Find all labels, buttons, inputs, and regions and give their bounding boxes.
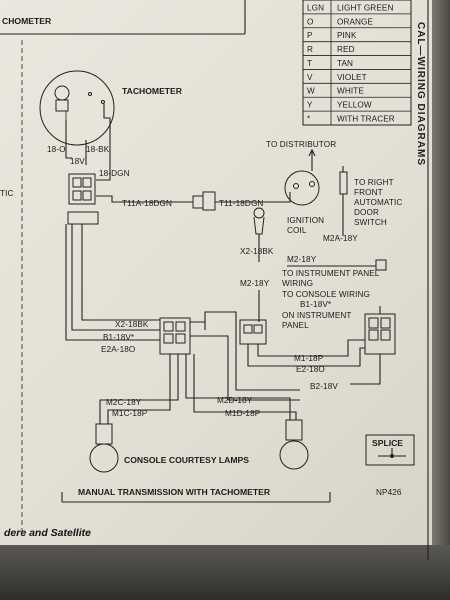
legend-code: *: [307, 115, 311, 124]
legend-code: R: [307, 45, 313, 54]
left-courtesy-lamp: [89, 423, 119, 473]
door-label-1: TO RIGHT: [354, 178, 394, 187]
to-ip-wiring-label-1: TO INSTRUMENT PANEL: [282, 269, 380, 278]
wire-m2-right-label: M2-18Y: [287, 255, 317, 264]
wire-e2-label: E2-18O: [296, 365, 325, 374]
legend-color-name: YELLOW: [337, 101, 372, 110]
main-connector: [159, 317, 191, 355]
wire-m1c-label: M1C-18P: [112, 409, 148, 418]
vertical-title: CAL—WIRING DIAGRAMS: [415, 22, 426, 166]
part-code: NP426: [376, 488, 402, 497]
splice-legend: [365, 434, 415, 466]
ignition-label: IGNITION: [287, 216, 324, 225]
legend-code: LGN: [307, 3, 324, 12]
coil-label: COIL: [287, 226, 307, 235]
tach-connector: [68, 173, 96, 205]
wire-18-dgn-label: 18-DGN: [99, 169, 130, 178]
legend-code: V: [307, 73, 313, 82]
legend-code: P: [307, 31, 313, 40]
legend-color-name: VIOLET: [337, 73, 367, 82]
center-connector: [239, 319, 267, 345]
wire-m2d-label: M2D-18Y: [217, 396, 253, 405]
tachometer-label: TACHOMETER: [122, 86, 183, 96]
wire-t11-label: T11-18DGN: [219, 199, 263, 208]
legend-code: O: [307, 17, 313, 26]
legend-color-name: WHITE: [337, 87, 364, 96]
legend-color-name: TAN: [337, 59, 353, 68]
wire-m1d-label: M1D-18P: [225, 409, 261, 418]
wire-b1-left-label: B1-18V*: [103, 333, 135, 342]
wire-t11a-label: T11A-18DGN: [122, 199, 172, 208]
door-label-2: FRONT: [354, 188, 383, 197]
wire-m2a-label: M2A-18Y: [323, 234, 358, 243]
right-connector: [368, 317, 391, 341]
header-box: CHOMETER: [0, 0, 246, 35]
tach-plug: [67, 211, 99, 225]
inline-connector: [192, 191, 216, 211]
to-distributor-label: TO DISTRIBUTOR: [266, 140, 336, 149]
wire-b1-right-label: B1-18V*: [300, 300, 332, 309]
header-tachometer-text: CHOMETER: [2, 16, 52, 26]
color-legend: LGN LIGHT GREEN O ORANGE P PINK R RED T TAN V VIOLE…: [302, 0, 412, 126]
legend-code: Y: [307, 101, 313, 110]
door-switch-symbol: [339, 166, 348, 236]
wire-e2a-label: E2A-18O: [101, 345, 135, 354]
to-console-wiring-label: TO CONSOLE WIRING: [282, 290, 370, 299]
diagram-title: MANUAL TRANSMISSION WITH TACHOMETER: [78, 487, 271, 497]
wire-m1-label: M1-18P: [294, 354, 324, 363]
console-lamps-label: CONSOLE COURTESY LAMPS: [124, 455, 249, 465]
page-edge-shadow: [432, 0, 450, 560]
on-instrument-label-1: ON INSTRUMENT: [282, 311, 352, 320]
on-instrument-label-2: PANEL: [282, 321, 309, 330]
bottom-shadow: [0, 545, 450, 600]
legend-color-name: ORANGE: [337, 17, 374, 26]
legend-code: W: [307, 87, 315, 96]
wire-m2-left-label: M2-18Y: [240, 279, 270, 288]
wire-x2-lower-label: X2-18BK: [115, 320, 149, 329]
to-ip-wiring-label-2: WIRING: [282, 279, 313, 288]
legend-color-name: WITH TRACER: [337, 115, 395, 124]
ignition-coil-symbol: [284, 148, 320, 206]
splice-label: SPLICE: [372, 438, 403, 448]
legend-color-name: RED: [337, 45, 355, 54]
manual-page: [0, 0, 432, 560]
wire-18-bk-label: 18-BK: [86, 145, 110, 154]
wire-18-o-label: 18-O: [47, 145, 66, 154]
footer-text: dere and Satellite: [4, 527, 91, 539]
right-courtesy-lamp: [279, 419, 309, 470]
side-fragment-text: TIC: [0, 189, 14, 198]
wire-m2c-label: M2C-18Y: [106, 398, 142, 407]
wire-x2-upper-label: X2-18BK: [240, 247, 274, 256]
wire-18v-label: 18V: [70, 157, 85, 166]
legend-code: T: [307, 59, 312, 68]
door-label-3: AUTOMATIC: [354, 198, 402, 207]
wire-b2-label: B2-18V: [310, 382, 338, 391]
door-label-5: SWITCH: [354, 218, 387, 227]
door-label-4: DOOR: [354, 208, 379, 217]
legend-color-name: LIGHT GREEN: [337, 3, 393, 12]
ground-lug: [253, 207, 265, 235]
legend-color-name: PINK: [337, 31, 357, 40]
tachometer-symbol: [39, 70, 115, 146]
title-bar: [61, 492, 331, 503]
